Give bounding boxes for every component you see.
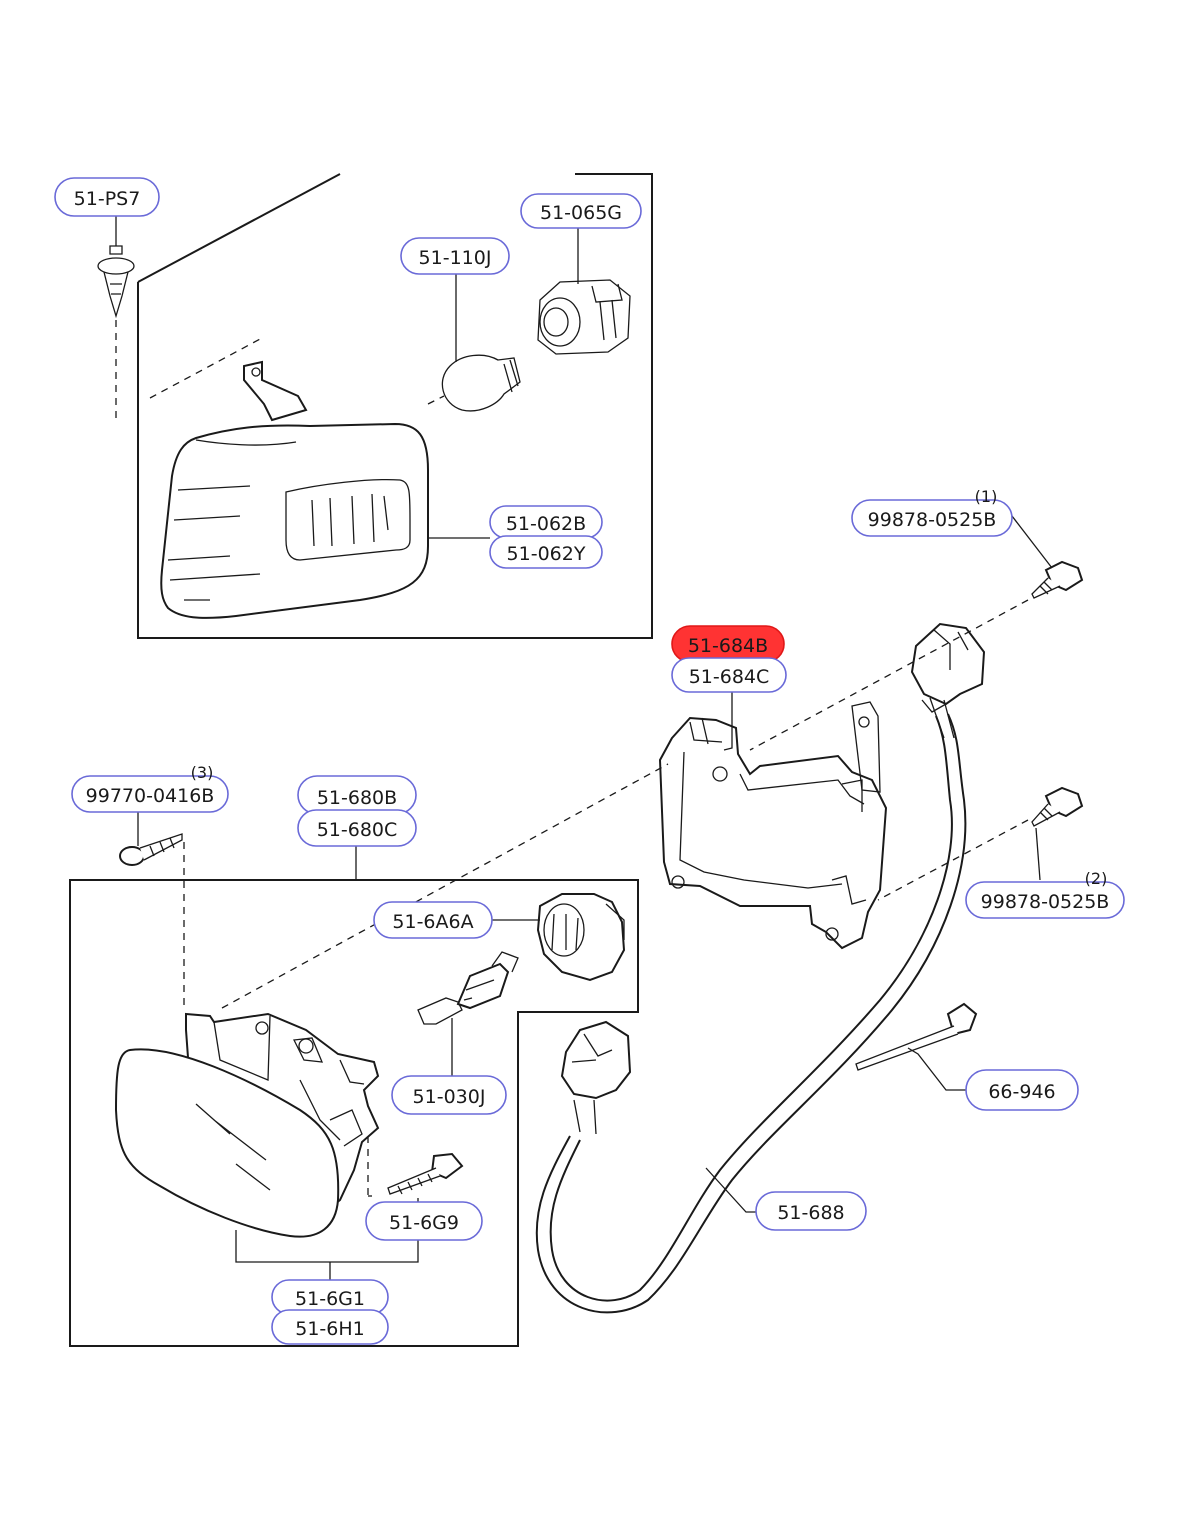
- part-label-51-6a6a[interactable]: 51-6A6A: [373, 901, 493, 939]
- fog-bulb-socket-drawing: [536, 893, 626, 982]
- fog-lamp-unit-drawing: [114, 1012, 380, 1238]
- part-label-51-062y[interactable]: 51-062Y: [489, 535, 603, 569]
- svg-text:51-062B: 51-062B: [506, 513, 586, 535]
- svg-text:51-6A6A: 51-6A6A: [392, 911, 473, 933]
- svg-text:99770-0416B: 99770-0416B: [86, 785, 215, 807]
- svg-text:51-062Y: 51-062Y: [507, 543, 586, 565]
- bolt-upper-drawing: [1031, 560, 1084, 599]
- part-label-51-6h1[interactable]: 51-6H1: [271, 1309, 389, 1345]
- part-label-99878-0525b-upper[interactable]: 99878-0525B (1): [851, 487, 1013, 537]
- svg-text:51-688: 51-688: [777, 1202, 844, 1224]
- turn-signal-lens-drawing: [149, 337, 445, 619]
- svg-text:51-065G: 51-065G: [540, 202, 622, 224]
- svg-text:66-946: 66-946: [988, 1081, 1055, 1103]
- part-label-51-110j[interactable]: 51-110J: [400, 237, 510, 275]
- part-label-51-680b[interactable]: 51-680B: [297, 775, 417, 815]
- svg-text:51-684B: 51-684B: [688, 635, 768, 657]
- bolt-lower-drawing: [1031, 786, 1084, 827]
- fog-bulb-drawing: [417, 951, 519, 1025]
- cable-tie-drawing: [855, 1002, 978, 1071]
- part-label-51-684b-highlighted[interactable]: 51-684B: [671, 625, 785, 663]
- svg-text:51-6H1: 51-6H1: [295, 1318, 365, 1340]
- svg-text:51-684C: 51-684C: [689, 666, 770, 688]
- harness-upper-connector-drawing: [910, 622, 986, 713]
- turn-bulb-drawing: [441, 354, 521, 412]
- harness-lower-connector-drawing: [560, 1020, 632, 1135]
- part-label-51-065g[interactable]: 51-065G: [520, 193, 642, 229]
- svg-text:51-030J: 51-030J: [413, 1086, 486, 1108]
- bulb-socket-drawing: [537, 279, 631, 355]
- svg-text:51-680C: 51-680C: [317, 819, 398, 841]
- svg-text:51-680B: 51-680B: [317, 787, 397, 809]
- part-label-51-030j[interactable]: 51-030J: [391, 1075, 507, 1115]
- tapping-screw-drawing: [119, 833, 183, 866]
- adjuster-screw-drawing: [387, 1152, 464, 1195]
- push-clip-drawing: [97, 245, 135, 424]
- svg-text:51-6G9: 51-6G9: [389, 1212, 459, 1234]
- part-label-51-680c[interactable]: 51-680C: [297, 809, 417, 847]
- svg-text:51-6G1: 51-6G1: [295, 1288, 365, 1310]
- svg-text:99878-0525B: 99878-0525B: [868, 509, 997, 531]
- harness-cable-drawing: [535, 697, 967, 1314]
- part-label-99770-0416b[interactable]: 99770-0416B (3): [71, 763, 229, 813]
- part-label-51-6g1[interactable]: 51-6G1: [271, 1279, 389, 1315]
- part-label-51-ps7[interactable]: 51-PS7: [54, 177, 160, 217]
- quantity-1: (1): [975, 487, 998, 506]
- part-label-51-688[interactable]: 51-688: [755, 1191, 867, 1231]
- part-label-51-684c[interactable]: 51-684C: [671, 657, 787, 693]
- turn-signal-assembly-frame: [137, 173, 653, 639]
- svg-text:51-PS7: 51-PS7: [74, 188, 141, 210]
- part-label-51-6g9[interactable]: 51-6G9: [365, 1201, 483, 1241]
- fog-lamp-bracket-drawing: [658, 701, 888, 950]
- svg-text:51-110J: 51-110J: [419, 247, 492, 269]
- svg-text:99878-0525B: 99878-0525B: [981, 891, 1110, 913]
- quantity-2: (2): [1085, 869, 1108, 888]
- leader-lines: [115, 216, 1053, 1282]
- part-label-99878-0525b-lower[interactable]: 99878-0525B (2): [965, 869, 1125, 919]
- quantity-3: (3): [191, 763, 214, 782]
- part-label-66-946[interactable]: 66-946: [965, 1069, 1079, 1111]
- part-label-51-062b[interactable]: 51-062B: [489, 505, 603, 539]
- fog-lamp-assembly-frame: [69, 879, 639, 1347]
